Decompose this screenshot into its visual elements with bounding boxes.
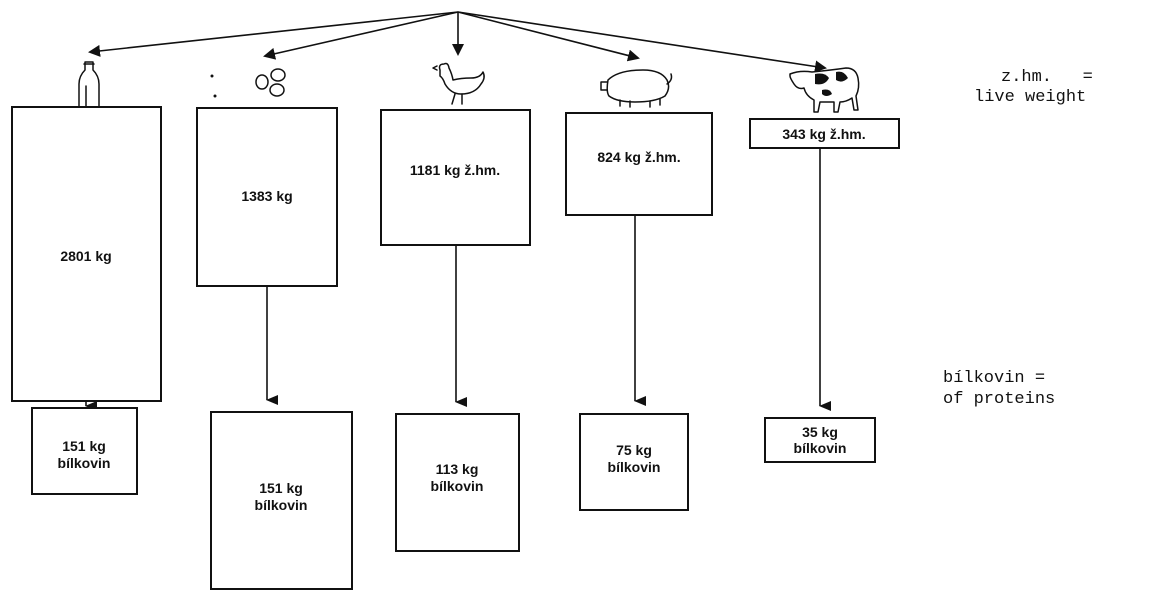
cow-icon: [789, 67, 860, 113]
pig-weight-label: 824 kg ž.hm.: [597, 149, 680, 165]
cow-protein-value: 35 kg: [802, 424, 838, 440]
cow-weight-box: [749, 118, 900, 149]
eggs-icon: [210, 68, 286, 98]
pig-protein-box: [579, 413, 689, 511]
note-bilkovin-meaning: of proteins: [943, 390, 1055, 409]
eggs-weight-box: [196, 107, 338, 287]
chicken-protein-box: [395, 413, 520, 552]
milk-protein-unit: bílkovin: [58, 455, 111, 471]
cow-weight-label: 343 kg ž.hm.: [782, 126, 865, 142]
note-zhm-term: z.hm. =: [1001, 68, 1093, 87]
arrow-to-milk: [88, 11, 459, 57]
chicken-weight-label: 1181 kg ž.hm.: [410, 162, 500, 178]
pig-weight-box: [565, 112, 713, 216]
eggs-protein-box: [210, 411, 353, 590]
eggs-protein-unit: bílkovin: [255, 497, 308, 513]
arrow-to-pig: [457, 11, 640, 62]
eggs-weight-label: 1383 kg: [241, 188, 292, 204]
chicken-protein-unit: bílkovin: [431, 478, 484, 494]
pig-protein-value: 75 kg: [616, 442, 652, 458]
cow-protein-box: [764, 417, 876, 463]
milk-protein-box: [31, 407, 138, 495]
note-bilkovin-term: bílkovin =: [943, 369, 1045, 388]
root-arrows: [88, 11, 827, 73]
note-zhm-meaning: live weight: [974, 88, 1086, 107]
milk-weight-box: [11, 106, 162, 402]
chicken-icon: [432, 62, 485, 105]
milk-protein-value: 151 kg: [62, 438, 106, 454]
chicken-protein-value: 113 kg: [436, 461, 479, 477]
cow-protein-unit: bílkovin: [794, 440, 847, 456]
milk-weight-label: 2801 kg: [60, 248, 111, 264]
pig-protein-unit: bílkovin: [608, 459, 661, 475]
pig-icon: [600, 69, 673, 108]
arrow-to-cow: [457, 11, 827, 73]
eggs-protein-value: 151 kg: [259, 480, 303, 496]
arrow-to-eggs: [263, 11, 459, 60]
